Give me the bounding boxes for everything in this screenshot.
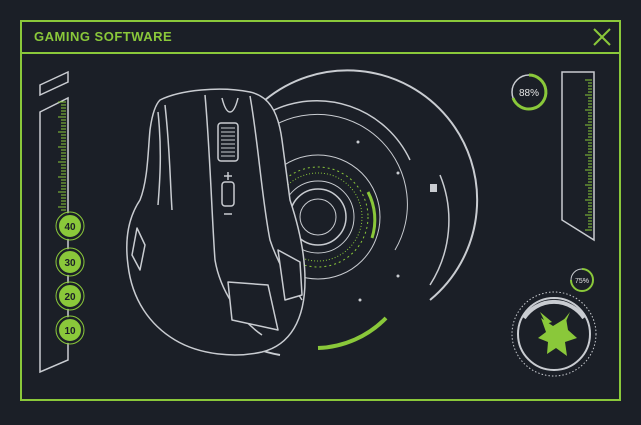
- dpi-level-20[interactable]: 20: [55, 281, 85, 311]
- dpi-level-30[interactable]: 30: [55, 247, 85, 277]
- mouse-illustration: [125, 88, 306, 356]
- brand-emblem: [511, 291, 597, 377]
- dpi-level-10[interactable]: 10: [55, 315, 85, 345]
- dpi-level-40[interactable]: 40: [55, 211, 85, 241]
- dpi-tick-scale: [58, 101, 66, 211]
- app-window: GAMING SOFTWARE: [20, 20, 621, 401]
- title-bar: GAMING SOFTWARE: [22, 22, 619, 54]
- secondary-gauge: 75%: [570, 268, 594, 292]
- dpi-level-label: 40: [64, 222, 76, 233]
- dpi-slider-panel: [39, 70, 69, 374]
- battery-percentage: 88%: [519, 88, 539, 99]
- horned-beast-logo-icon: [538, 312, 577, 356]
- dpi-level-label: 20: [64, 292, 76, 303]
- dpi-level-label: 10: [64, 326, 76, 337]
- secondary-percentage: 75%: [575, 278, 589, 285]
- battery-gauge: 88%: [511, 73, 548, 111]
- right-scale-panel: [561, 71, 595, 242]
- close-icon[interactable]: [591, 26, 613, 48]
- dpi-level-label: 30: [64, 258, 76, 269]
- window-title: GAMING SOFTWARE: [34, 29, 173, 44]
